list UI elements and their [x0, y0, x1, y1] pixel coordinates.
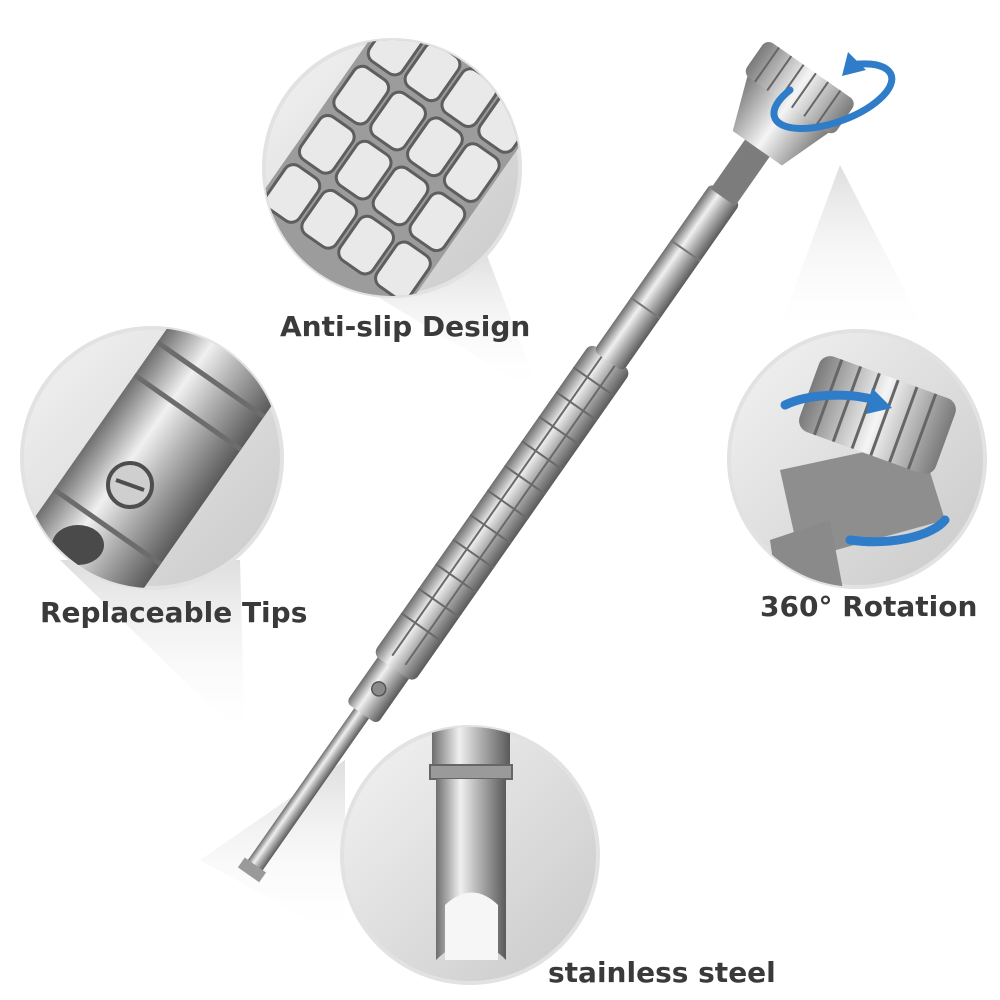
- feature-label-rotation: 360° Rotation: [760, 590, 978, 623]
- feature-label-stainless-steel: stainless steel: [548, 956, 776, 989]
- rotation-detail-circle: [727, 329, 987, 589]
- cap-rotation-arrow-icon: [770, 52, 896, 133]
- steel-detail-circle: [340, 725, 600, 985]
- feature-label-anti-slip: Anti-slip Design: [280, 310, 531, 343]
- antislip-detail-circle: [240, 10, 541, 329]
- handle-neck: [710, 135, 773, 206]
- screwdriver: [237, 42, 854, 883]
- swivel-cap-base: [732, 74, 830, 166]
- tip-set-screw: [370, 681, 387, 697]
- knurled-handle: [375, 345, 629, 680]
- feature-label-replaceable-tips: Replaceable Tips: [40, 596, 308, 629]
- rotation-arrow-icon: [780, 388, 950, 547]
- upper-shaft: [595, 185, 739, 370]
- tips-detail-circle: [20, 326, 284, 590]
- screwdriver-blade: [242, 704, 372, 879]
- tips-callout-cone: [60, 560, 245, 740]
- rotation-callout-cone: [775, 165, 930, 340]
